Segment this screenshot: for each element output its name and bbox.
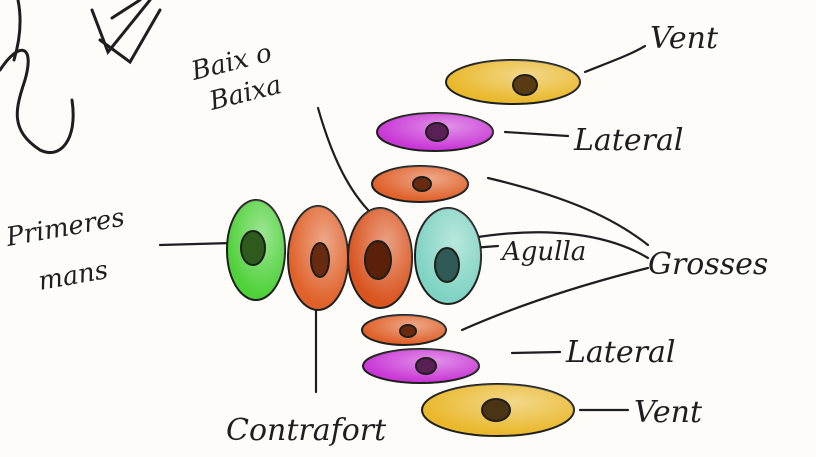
cell-agulla: [415, 208, 481, 304]
leader-grosses-1: [488, 178, 648, 245]
leader-baix: [318, 108, 368, 210]
leader-primeres: [160, 243, 232, 245]
label-vent-top: Vent: [650, 21, 719, 56]
label-contrafort: Contrafort: [226, 413, 387, 448]
leader-grosses-3: [462, 268, 648, 330]
cell-primeres-mans: [227, 200, 285, 300]
cell-grossa-bottom: [362, 315, 446, 345]
label-vent-bottom: Vent: [634, 395, 703, 430]
label-agulla: Agulla: [500, 237, 586, 267]
label-grosses: Grosses: [648, 247, 768, 282]
leader-vent-top: [585, 46, 645, 72]
corner-doodle: [0, 0, 160, 153]
cell-vent-top: [446, 60, 580, 104]
cell-baix: [348, 208, 412, 308]
leader-lateral-bottom: [512, 352, 560, 353]
label-lateral-bottom: Lateral: [565, 335, 675, 370]
label-primeres-line1: Primeres: [3, 203, 127, 253]
cell-lateral-bottom: [363, 349, 479, 383]
cell-contrafort: [288, 206, 348, 310]
cell-grossa-top: [372, 166, 468, 202]
label-primeres-line2: mans: [36, 255, 110, 297]
label-lateral-top: Lateral: [573, 123, 683, 158]
cell-vent-bottom: [422, 384, 574, 436]
cell-lateral-top: [377, 113, 493, 151]
leader-lateral-top: [505, 132, 568, 136]
